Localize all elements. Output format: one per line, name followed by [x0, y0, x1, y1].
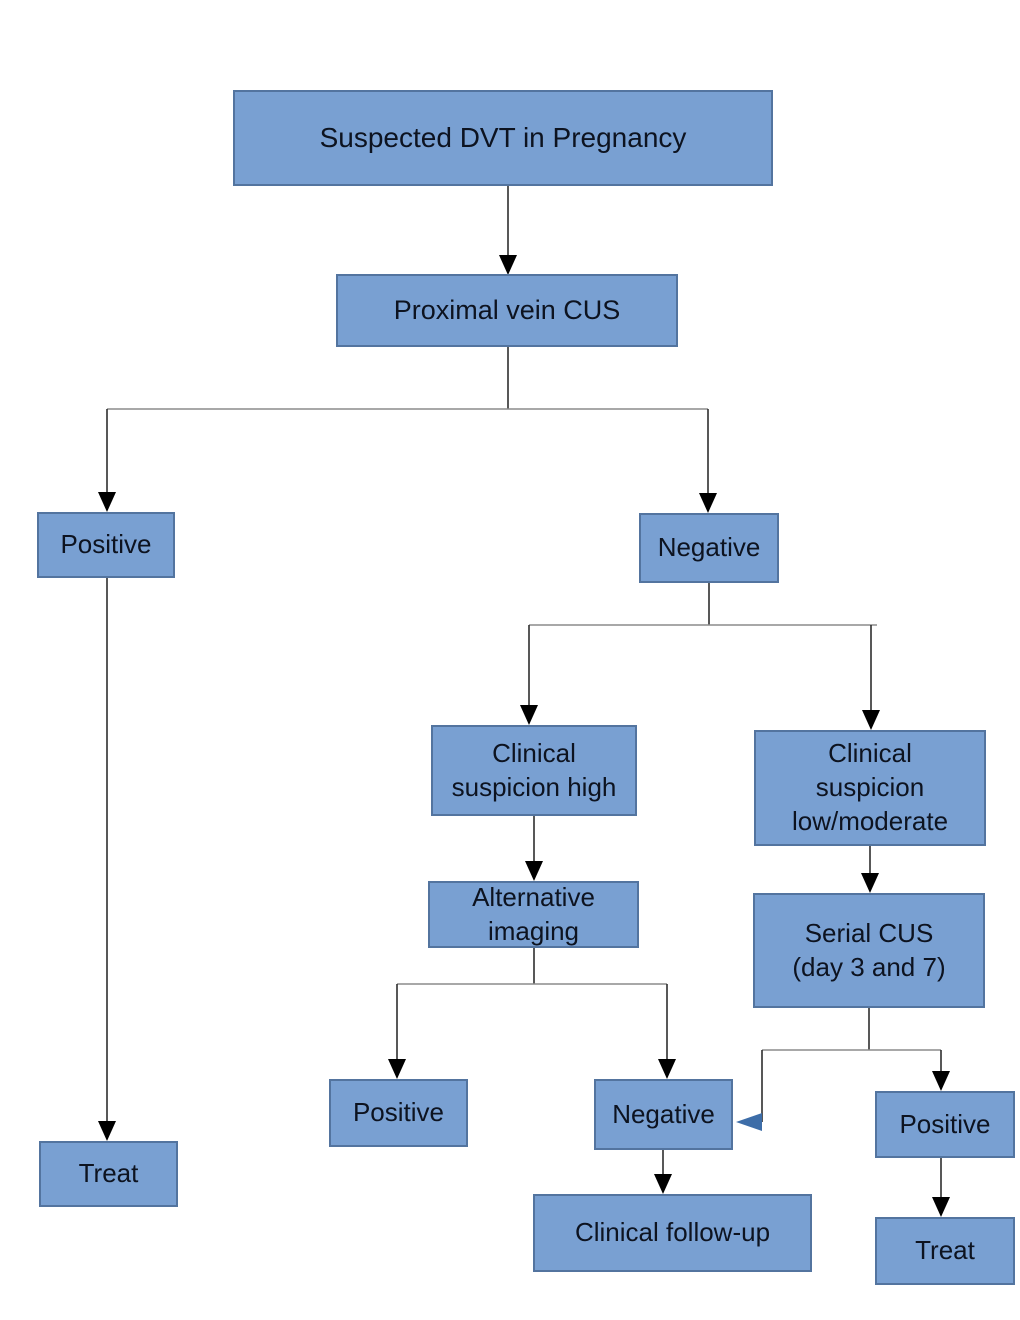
node-serial-cus: Serial CUS (day 3 and 7): [753, 893, 985, 1008]
node-positive-alt-imaging: Positive: [329, 1079, 468, 1147]
arrowhead-treat-right: [932, 1197, 950, 1217]
node-positive-serial-cus: Positive: [875, 1091, 1015, 1158]
node-alternative-imaging: Alternative imaging: [428, 881, 639, 948]
node-clinical-followup: Clinical follow-up: [533, 1194, 812, 1272]
arrowhead-positive-serial: [932, 1071, 950, 1091]
node-proximal-vein-cus: Proximal vein CUS: [336, 274, 678, 347]
arrowhead-positive-alt: [388, 1059, 406, 1079]
node-suspected-dvt: Suspected DVT in Pregnancy: [233, 90, 773, 186]
node-treat-right: Treat: [875, 1217, 1015, 1285]
arrowhead-serial-negative: [736, 1113, 762, 1131]
arrowhead-serial-cus: [861, 873, 879, 893]
node-clinical-suspicion-low-moderate: Clinical suspicion low/moderate: [754, 730, 986, 846]
node-treat-left: Treat: [39, 1141, 178, 1207]
arrowhead-treat-left: [98, 1121, 116, 1141]
node-negative-alt-imaging: Negative: [594, 1079, 733, 1150]
arrowhead-suspicion-high: [520, 705, 538, 725]
arrowhead-alt-imaging: [525, 861, 543, 881]
arrowhead-suspicion-low: [862, 710, 880, 730]
arrowhead-positive-cus: [98, 492, 116, 512]
node-clinical-suspicion-high: Clinical suspicion high: [431, 725, 637, 816]
arrowhead-proximal: [499, 255, 517, 275]
arrowhead-negative-cus: [699, 493, 717, 513]
arrowhead-followup: [654, 1174, 672, 1194]
arrowhead-negative-alt: [658, 1059, 676, 1079]
node-negative-cus: Negative: [639, 513, 779, 583]
node-positive-cus: Positive: [37, 512, 175, 578]
